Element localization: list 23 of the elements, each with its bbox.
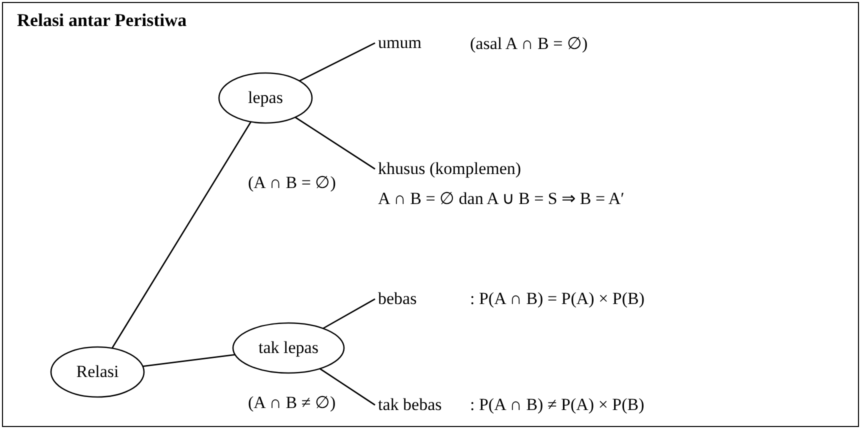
diagram-title: Relasi antar Peristiwa: [17, 10, 187, 31]
formula-text: (asal A ∩ B = ∅): [470, 33, 588, 54]
connector-line: [142, 354, 236, 367]
formula-text: : P(A ∩ B) ≠ P(A) × P(B): [470, 395, 644, 415]
branch-label: tak bebas: [378, 395, 442, 415]
node-label: tak lepas: [258, 338, 318, 358]
ellipse-node: [50, 346, 145, 398]
condition-label: (A ∩ B ≠ ∅): [248, 392, 336, 413]
ellipse-node: [218, 72, 313, 124]
branch-label: umum: [378, 33, 422, 53]
connector-line: [319, 368, 376, 406]
connector-line: [111, 121, 252, 349]
ellipse-node: [232, 322, 345, 374]
branch-label: bebas: [378, 289, 417, 309]
connector-line: [294, 116, 376, 170]
node-label: Relasi: [76, 362, 119, 382]
connector-line: [299, 42, 376, 82]
node-label: lepas: [248, 88, 283, 108]
condition-label: (A ∩ B = ∅): [248, 172, 336, 193]
formula-text: A ∩ B = ∅ dan A ∪ B = S ⇒ B = A′: [378, 188, 624, 209]
formula-text: : P(A ∩ B) = P(A) × P(B): [470, 289, 645, 309]
branch-label: khusus (komplemen): [378, 159, 522, 179]
connector-line: [322, 298, 376, 330]
